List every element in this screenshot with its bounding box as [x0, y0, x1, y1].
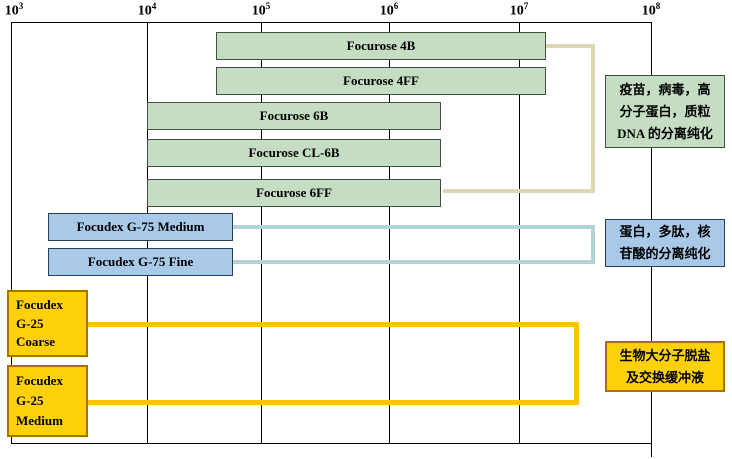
note-g75-applications: 蛋白，多肽，核 苷酸的分离纯化	[605, 219, 725, 267]
connector-agarose-bottom	[443, 189, 595, 193]
note-line: DNA 的分离纯化	[617, 125, 713, 141]
bar-focudex-g75-fine: Focudex G-75 Fine	[48, 248, 233, 276]
bar-label: Focurose 4FF	[343, 73, 419, 88]
bar-label: Focurose CL-6B	[248, 145, 340, 160]
axis-tick-10e8: 108	[641, 1, 661, 19]
bar-label: Focudex G-75 Medium	[76, 219, 205, 234]
axis-tick-10e7: 107	[509, 1, 529, 19]
note-line: 蛋白，多肽，核	[619, 224, 711, 239]
axis-bottom-line	[11, 443, 652, 444]
connector-g75-bracket	[233, 225, 595, 264]
connector-agarose-vertical	[591, 44, 595, 193]
connector-agarose-top	[546, 44, 595, 48]
connector-g25-bracket	[88, 322, 579, 405]
bar-focudex-g75-medium: Focudex G-75 Medium	[48, 213, 233, 241]
bar-label: Focudex G-75 Fine	[87, 254, 194, 269]
box-focudex-g25-coarse: Focudex G-25 Coarse	[7, 290, 88, 357]
gridline-10e5	[261, 22, 262, 443]
bar-label: Focurose 6B	[259, 108, 329, 123]
note-line: 及交换缓冲液	[625, 369, 704, 385]
note-line: 分子蛋白，质粒	[619, 103, 711, 119]
bar-focurose-6ff: Focurose 6FF	[147, 179, 441, 207]
bar-focurose-cl-6b: Focurose CL-6B	[147, 139, 441, 167]
bar-focurose-6b: Focurose 6B	[147, 102, 441, 130]
box-label-line: Coarse	[16, 334, 55, 350]
box-label-line: Focudex	[16, 296, 63, 312]
axis-tick-10e3: 103	[4, 1, 24, 19]
note-g25-applications: 生物大分子脱盐 及交换缓冲液	[605, 341, 725, 392]
note-agarose-applications: 疫苗，病毒，高 分子蛋白，质粒 DNA 的分离纯化	[605, 75, 725, 148]
bar-label: Focurose 4B	[346, 38, 416, 53]
axis-tick-10e5: 105	[251, 1, 271, 19]
note-line: 苷酸的分离纯化	[619, 246, 711, 261]
axis-top-line	[11, 22, 652, 23]
axis-tick-10e6: 106	[379, 1, 399, 19]
box-label-line: G-25	[16, 315, 44, 331]
gridline-10e7	[519, 22, 520, 443]
bar-focurose-4ff: Focurose 4FF	[216, 67, 546, 95]
box-label-line: G-25	[16, 393, 44, 408]
gridline-10e3	[11, 22, 12, 443]
bar-focurose-4b: Focurose 4B	[216, 32, 546, 60]
box-focudex-g25-medium: Focudex G-25 Medium	[7, 365, 88, 437]
box-label-line: Medium	[16, 413, 63, 428]
box-label-line: Focudex	[16, 373, 63, 388]
note-line: 生物大分子脱盐	[619, 347, 711, 363]
bar-label: Focurose 6FF	[256, 185, 332, 200]
gridline-10e6	[389, 22, 390, 443]
axis-tick-10e4: 104	[137, 1, 157, 19]
note-line: 疫苗，病毒，高	[619, 81, 711, 97]
